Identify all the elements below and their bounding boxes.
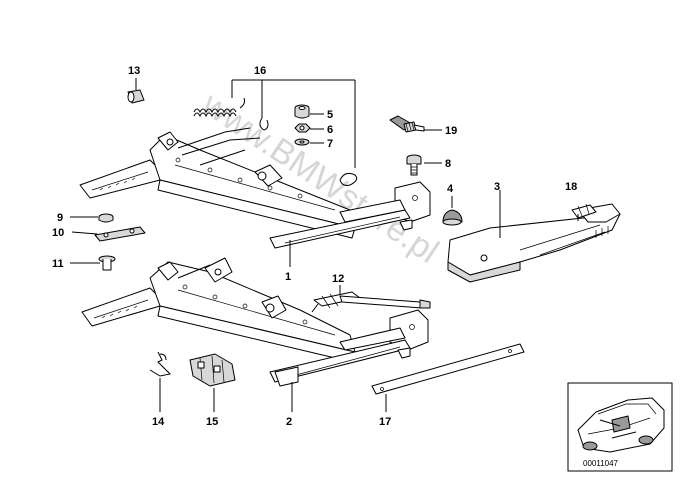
part-5-bush	[294, 104, 310, 119]
callout-7: 7	[327, 138, 333, 150]
callout-6: 6	[327, 124, 333, 136]
callout-13: 13	[128, 65, 140, 77]
part-3-cover	[447, 203, 621, 283]
inset-code: 00011047	[583, 459, 619, 468]
callout-18: 18	[565, 181, 577, 193]
part-17-bar	[371, 343, 525, 395]
callout-4: 4	[447, 183, 454, 195]
callout-15: 15	[206, 416, 218, 428]
part-7-washer	[294, 138, 310, 146]
part-8-bolt	[406, 154, 422, 176]
callout-8: 8	[445, 158, 451, 170]
callout-19: 19	[445, 125, 457, 137]
callout-12: 12	[332, 273, 344, 285]
callout-16: 16	[254, 65, 266, 77]
callout-17: 17	[379, 416, 391, 428]
seat-rail-lower	[81, 257, 429, 387]
part-13-cap	[127, 89, 145, 104]
leader-lines	[70, 78, 579, 412]
part-16-spring	[193, 97, 269, 131]
part-6-nut	[294, 123, 311, 133]
callout-2: 2	[286, 416, 292, 428]
part-10-plate	[94, 226, 146, 242]
part-14-wire	[149, 351, 172, 377]
part-15-clip	[189, 353, 236, 387]
car-silhouette	[577, 397, 665, 453]
callout-14: 14	[152, 416, 165, 428]
part-12-lever	[311, 291, 431, 313]
part-19-pin	[389, 115, 425, 133]
callout-9: 9	[57, 212, 63, 224]
seat-rail-upper	[79, 127, 431, 249]
part-11-rivet	[98, 255, 116, 271]
location-inset: 00011047	[567, 382, 673, 472]
callout-1: 1	[285, 271, 291, 283]
part-9-ring	[98, 213, 114, 223]
callout-3: 3	[494, 181, 500, 193]
callout-5: 5	[327, 109, 333, 121]
callout-11: 11	[52, 258, 64, 270]
part-4-cap	[442, 209, 463, 226]
callout-10: 10	[52, 227, 64, 239]
